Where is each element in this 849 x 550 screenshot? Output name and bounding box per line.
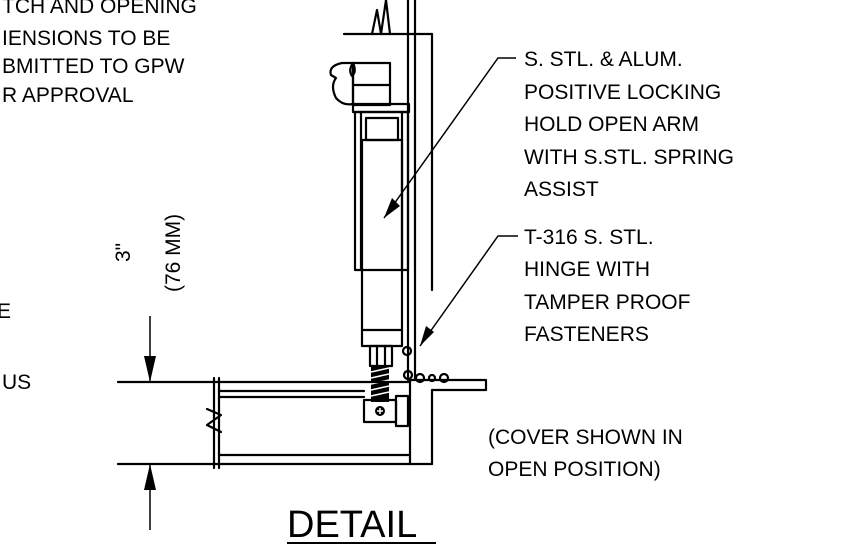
arm-cylinder [360, 138, 404, 348]
callout-hinge: T-316 S. STL. HINGE WITH TAMPER PROOF FA… [524, 226, 690, 346]
break-symbol-top [370, 0, 392, 36]
dimension-3in: 3" (76 MM) [112, 214, 185, 530]
break-symbol-left [205, 407, 223, 434]
left-note-line-4: R APPROVAL [2, 84, 134, 107]
left-note-fragment-e: E [0, 300, 11, 323]
callout-arm-line-4: WITH S.STL. SPRING [524, 146, 734, 169]
hinge-pin-upper [401, 345, 413, 357]
hinge [401, 345, 450, 384]
leaders [383, 57, 518, 347]
callout-hinge-line-2: HINGE WITH [524, 258, 650, 281]
leader-arm [383, 57, 516, 219]
arm-outer-sleeve [353, 110, 410, 272]
callout-hinge-line-3: TAMPER PROOF [524, 291, 690, 314]
frame-channel [116, 376, 488, 470]
dimension-value: 3" [112, 243, 135, 262]
left-note-line-1: TCH AND OPENING [2, 0, 197, 18]
callout-arm-line-5: ASSIST [524, 178, 599, 201]
leader-hinge [419, 235, 518, 347]
callout-cover-line-2: OPEN POSITION) [488, 458, 661, 481]
callout-arm: S. STL. & ALUM. POSITIVE LOCKING HOLD OP… [524, 48, 734, 201]
frame-wall [342, 0, 434, 382]
left-notes: TCH AND OPENING IENSIONS TO BE BMITTED T… [0, 0, 197, 394]
dimension-metric: (76 MM) [162, 214, 185, 292]
callout-hinge-line-4: FASTENERS [524, 323, 649, 346]
hold-open-arm [329, 61, 411, 428]
arm-nut [368, 344, 394, 368]
callout-arm-line-2: POSITIVE LOCKING [524, 81, 721, 104]
left-note-line-2: IENSIONS TO BE [2, 27, 170, 50]
callout-hinge-line-1: T-316 S. STL. [524, 226, 654, 249]
detail-title: DETAIL [287, 504, 417, 546]
callout-arm-line-3: HOLD OPEN ARM [524, 113, 699, 136]
callout-cover-line-1: (COVER SHOWN IN [488, 426, 683, 449]
callout-arm-line-1: S. STL. & ALUM. [524, 48, 683, 71]
left-note-line-3: BMITTED TO GPW [2, 55, 185, 78]
left-note-fragment-us: US [2, 371, 31, 394]
arm-clip [329, 61, 355, 106]
arm-collar [364, 116, 400, 142]
drawing-title: DETAIL [287, 504, 436, 546]
callout-cover: (COVER SHOWN IN OPEN POSITION) [488, 426, 683, 481]
